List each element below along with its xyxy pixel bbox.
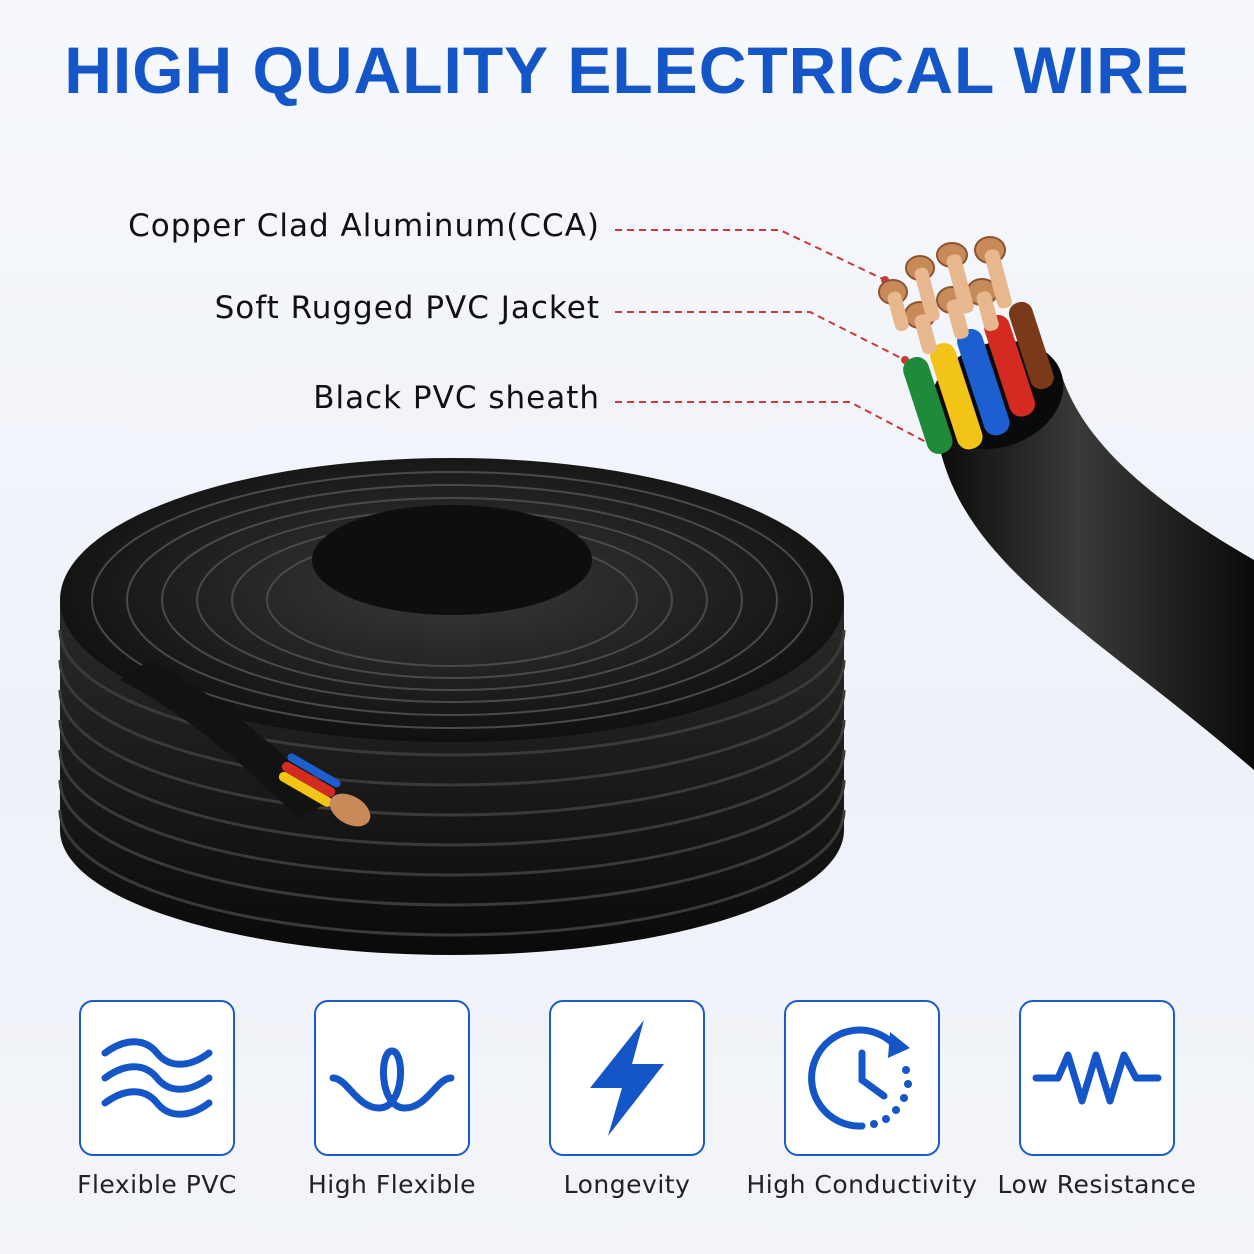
- feature-label: High Conductivity: [746, 1170, 978, 1199]
- feature-label: Low Resistance: [997, 1170, 1197, 1199]
- waves-icon: [101, 1038, 213, 1118]
- leader-lines: [615, 229, 946, 453]
- callout-cca: Copper Clad Aluminum(CCA): [128, 208, 600, 244]
- feature-box: [79, 1000, 235, 1156]
- callout-pvc-jacket: Soft Rugged PVC Jacket: [214, 290, 600, 326]
- feature-longevity: Longevity: [549, 1000, 705, 1199]
- feature-box: [549, 1000, 705, 1156]
- feature-flexible-pvc: Flexible PVC: [77, 1000, 236, 1199]
- feature-box: [314, 1000, 470, 1156]
- lightning-bolt-icon: [590, 1020, 664, 1136]
- leader-line-sheath: [615, 401, 946, 453]
- loop-wire-icon: [329, 1047, 455, 1112]
- feature-high-flexible: High Flexible: [308, 1000, 476, 1199]
- feature-high-conductivity: High Conductivity: [746, 1000, 977, 1199]
- feature-box: [1019, 1000, 1175, 1156]
- resistor-icon: [1032, 1051, 1162, 1105]
- cable-coil: [58, 458, 846, 955]
- feature-label: Longevity: [563, 1170, 691, 1199]
- callout-pvc-sheath: Black PVC sheath: [313, 380, 600, 416]
- clock-refresh-icon: [808, 1026, 912, 1130]
- feature-label: High Flexible: [307, 1170, 477, 1199]
- leader-line-cca: [615, 229, 886, 281]
- cable-cross-section: [878, 236, 1254, 770]
- page-title: HIGH QUALITY ELECTRICAL WIRE: [64, 33, 1190, 107]
- feature-label: Flexible PVC: [77, 1170, 237, 1199]
- feature-box: [784, 1000, 940, 1156]
- leader-line-jacket: [615, 311, 906, 361]
- feature-low-resistance: Low Resistance: [998, 1000, 1196, 1199]
